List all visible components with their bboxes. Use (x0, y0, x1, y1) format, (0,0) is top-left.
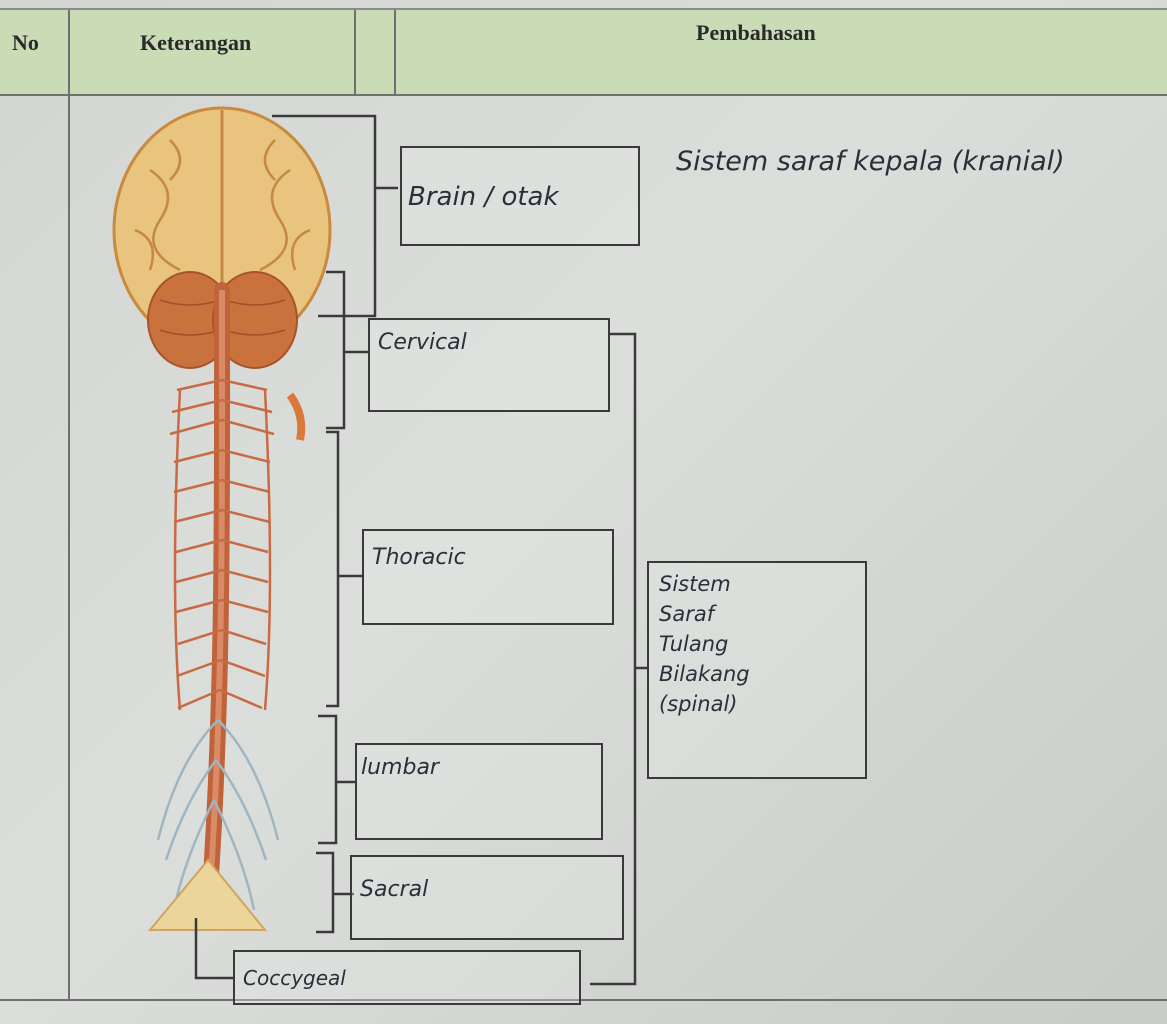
label-thoracic: Thoracic (372, 545, 466, 570)
label-box-cervical: Cervical (368, 318, 610, 412)
label-brain: Brain / otak (408, 182, 559, 212)
label-box-lumbar: lumbar (355, 743, 603, 840)
label-cervical: Cervical (378, 330, 467, 355)
note-spinal-line: Sistem (659, 569, 750, 599)
label-box-brain: Brain / otak (400, 146, 640, 246)
label-box-coccygeal: Coccygeal (233, 950, 581, 1005)
spinal-cord-illustration (150, 290, 301, 930)
label-lumbar: lumbar (361, 755, 439, 780)
label-box-sacral: Sacral (350, 855, 624, 940)
note-spinal-line: (spinal) (659, 689, 750, 719)
label-box-thoracic: Thoracic (362, 529, 614, 625)
note-spinal: Sistem Saraf Tulang Bilakang (spinal) (659, 569, 750, 719)
label-coccygeal: Coccygeal (243, 966, 346, 990)
note-spinal-line: Tulang (659, 629, 750, 659)
note-cranial: Sistem saraf kepala (kranial) (676, 146, 1065, 177)
note-spinal-line: Saraf (659, 599, 750, 629)
note-spinal-line: Bilakang (659, 659, 750, 689)
label-sacral: Sacral (360, 877, 428, 902)
note-box-spinal: Sistem Saraf Tulang Bilakang (spinal) (647, 561, 867, 779)
